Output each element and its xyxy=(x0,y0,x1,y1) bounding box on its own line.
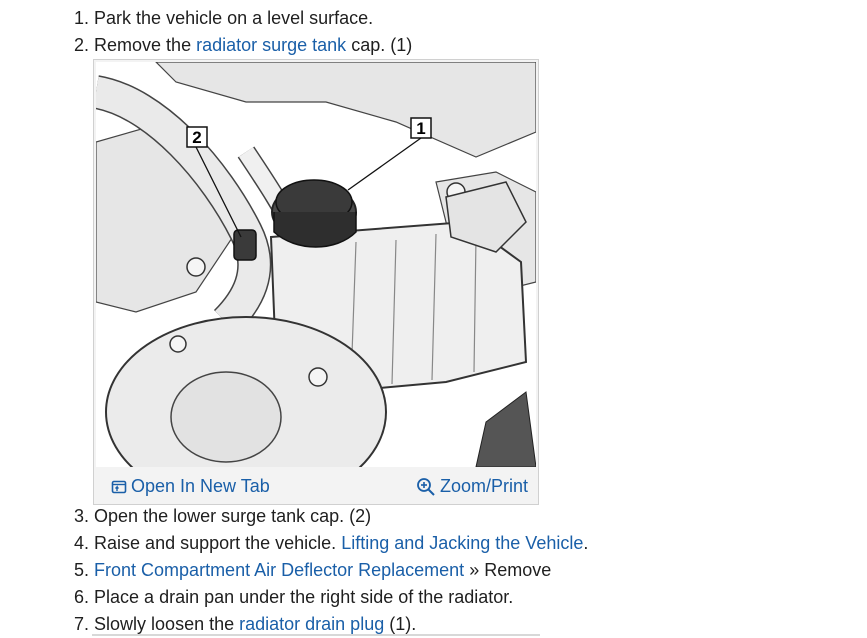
step-text: Place a drain pan under the right side o… xyxy=(94,587,514,607)
step-number: 6. xyxy=(74,587,90,607)
step-text-suffix: (1). xyxy=(384,614,417,634)
step-7: 7. Slowly loosen the radiator drain plug… xyxy=(74,613,416,635)
step-number: 4. xyxy=(74,533,90,553)
callout-1-label: 1 xyxy=(416,119,425,138)
step-text: Park the vehicle on a level surface. xyxy=(94,8,374,28)
divider xyxy=(92,634,540,636)
radiator-surge-tank-link[interactable]: radiator surge tank xyxy=(196,35,347,55)
radiator-drain-plug-link[interactable]: radiator drain plug xyxy=(239,614,385,634)
step-text-prefix: Remove the xyxy=(94,35,197,55)
step-4: 4. Raise and support the vehicle. Liftin… xyxy=(74,532,588,554)
zoom-in-icon xyxy=(417,477,435,496)
step-text-suffix: . xyxy=(583,533,589,553)
figure-container: 1 2 Open In New Tab Zoom/Print xyxy=(93,59,539,505)
step-number: 2. xyxy=(74,35,90,55)
lifting-and-jacking-link[interactable]: Lifting and Jacking the Vehicle xyxy=(341,533,584,553)
step-text-prefix: Raise and support the vehicle. xyxy=(94,533,342,553)
step-number: 7. xyxy=(74,614,90,634)
step-6: 6. Place a drain pan under the right sid… xyxy=(74,586,513,608)
step-number: 3. xyxy=(74,506,90,526)
zoom-print-label: Zoom/Print xyxy=(439,476,528,496)
step-number: 5. xyxy=(74,560,90,580)
step-text-suffix: cap. (1) xyxy=(346,35,413,55)
step-text: Open the lower surge tank cap. (2) xyxy=(94,506,372,526)
open-in-new-tab-label: Open In New Tab xyxy=(131,476,270,496)
step-1: 1. Park the vehicle on a level surface. xyxy=(74,7,373,29)
air-deflector-replacement-link[interactable]: Front Compartment Air Deflector Replacem… xyxy=(94,560,465,580)
zoom-print-button[interactable]: Zoom/Print xyxy=(416,476,528,497)
engine-illustration[interactable]: 1 2 xyxy=(96,62,536,467)
callout-2-label: 2 xyxy=(192,128,201,147)
step-text-prefix: Slowly loosen the xyxy=(94,614,240,634)
step-number: 1. xyxy=(74,8,90,28)
step-text-suffix: » Remove xyxy=(464,560,552,580)
step-2: 2. Remove the radiator surge tank cap. (… xyxy=(74,34,412,56)
step-3: 3. Open the lower surge tank cap. (2) xyxy=(74,505,371,527)
open-in-new-tab-icon xyxy=(111,480,127,493)
open-in-new-tab-button[interactable]: Open In New Tab xyxy=(111,476,270,497)
figure-toolbar: Open In New Tab Zoom/Print xyxy=(96,469,536,502)
step-5: 5. Front Compartment Air Deflector Repla… xyxy=(74,559,551,581)
